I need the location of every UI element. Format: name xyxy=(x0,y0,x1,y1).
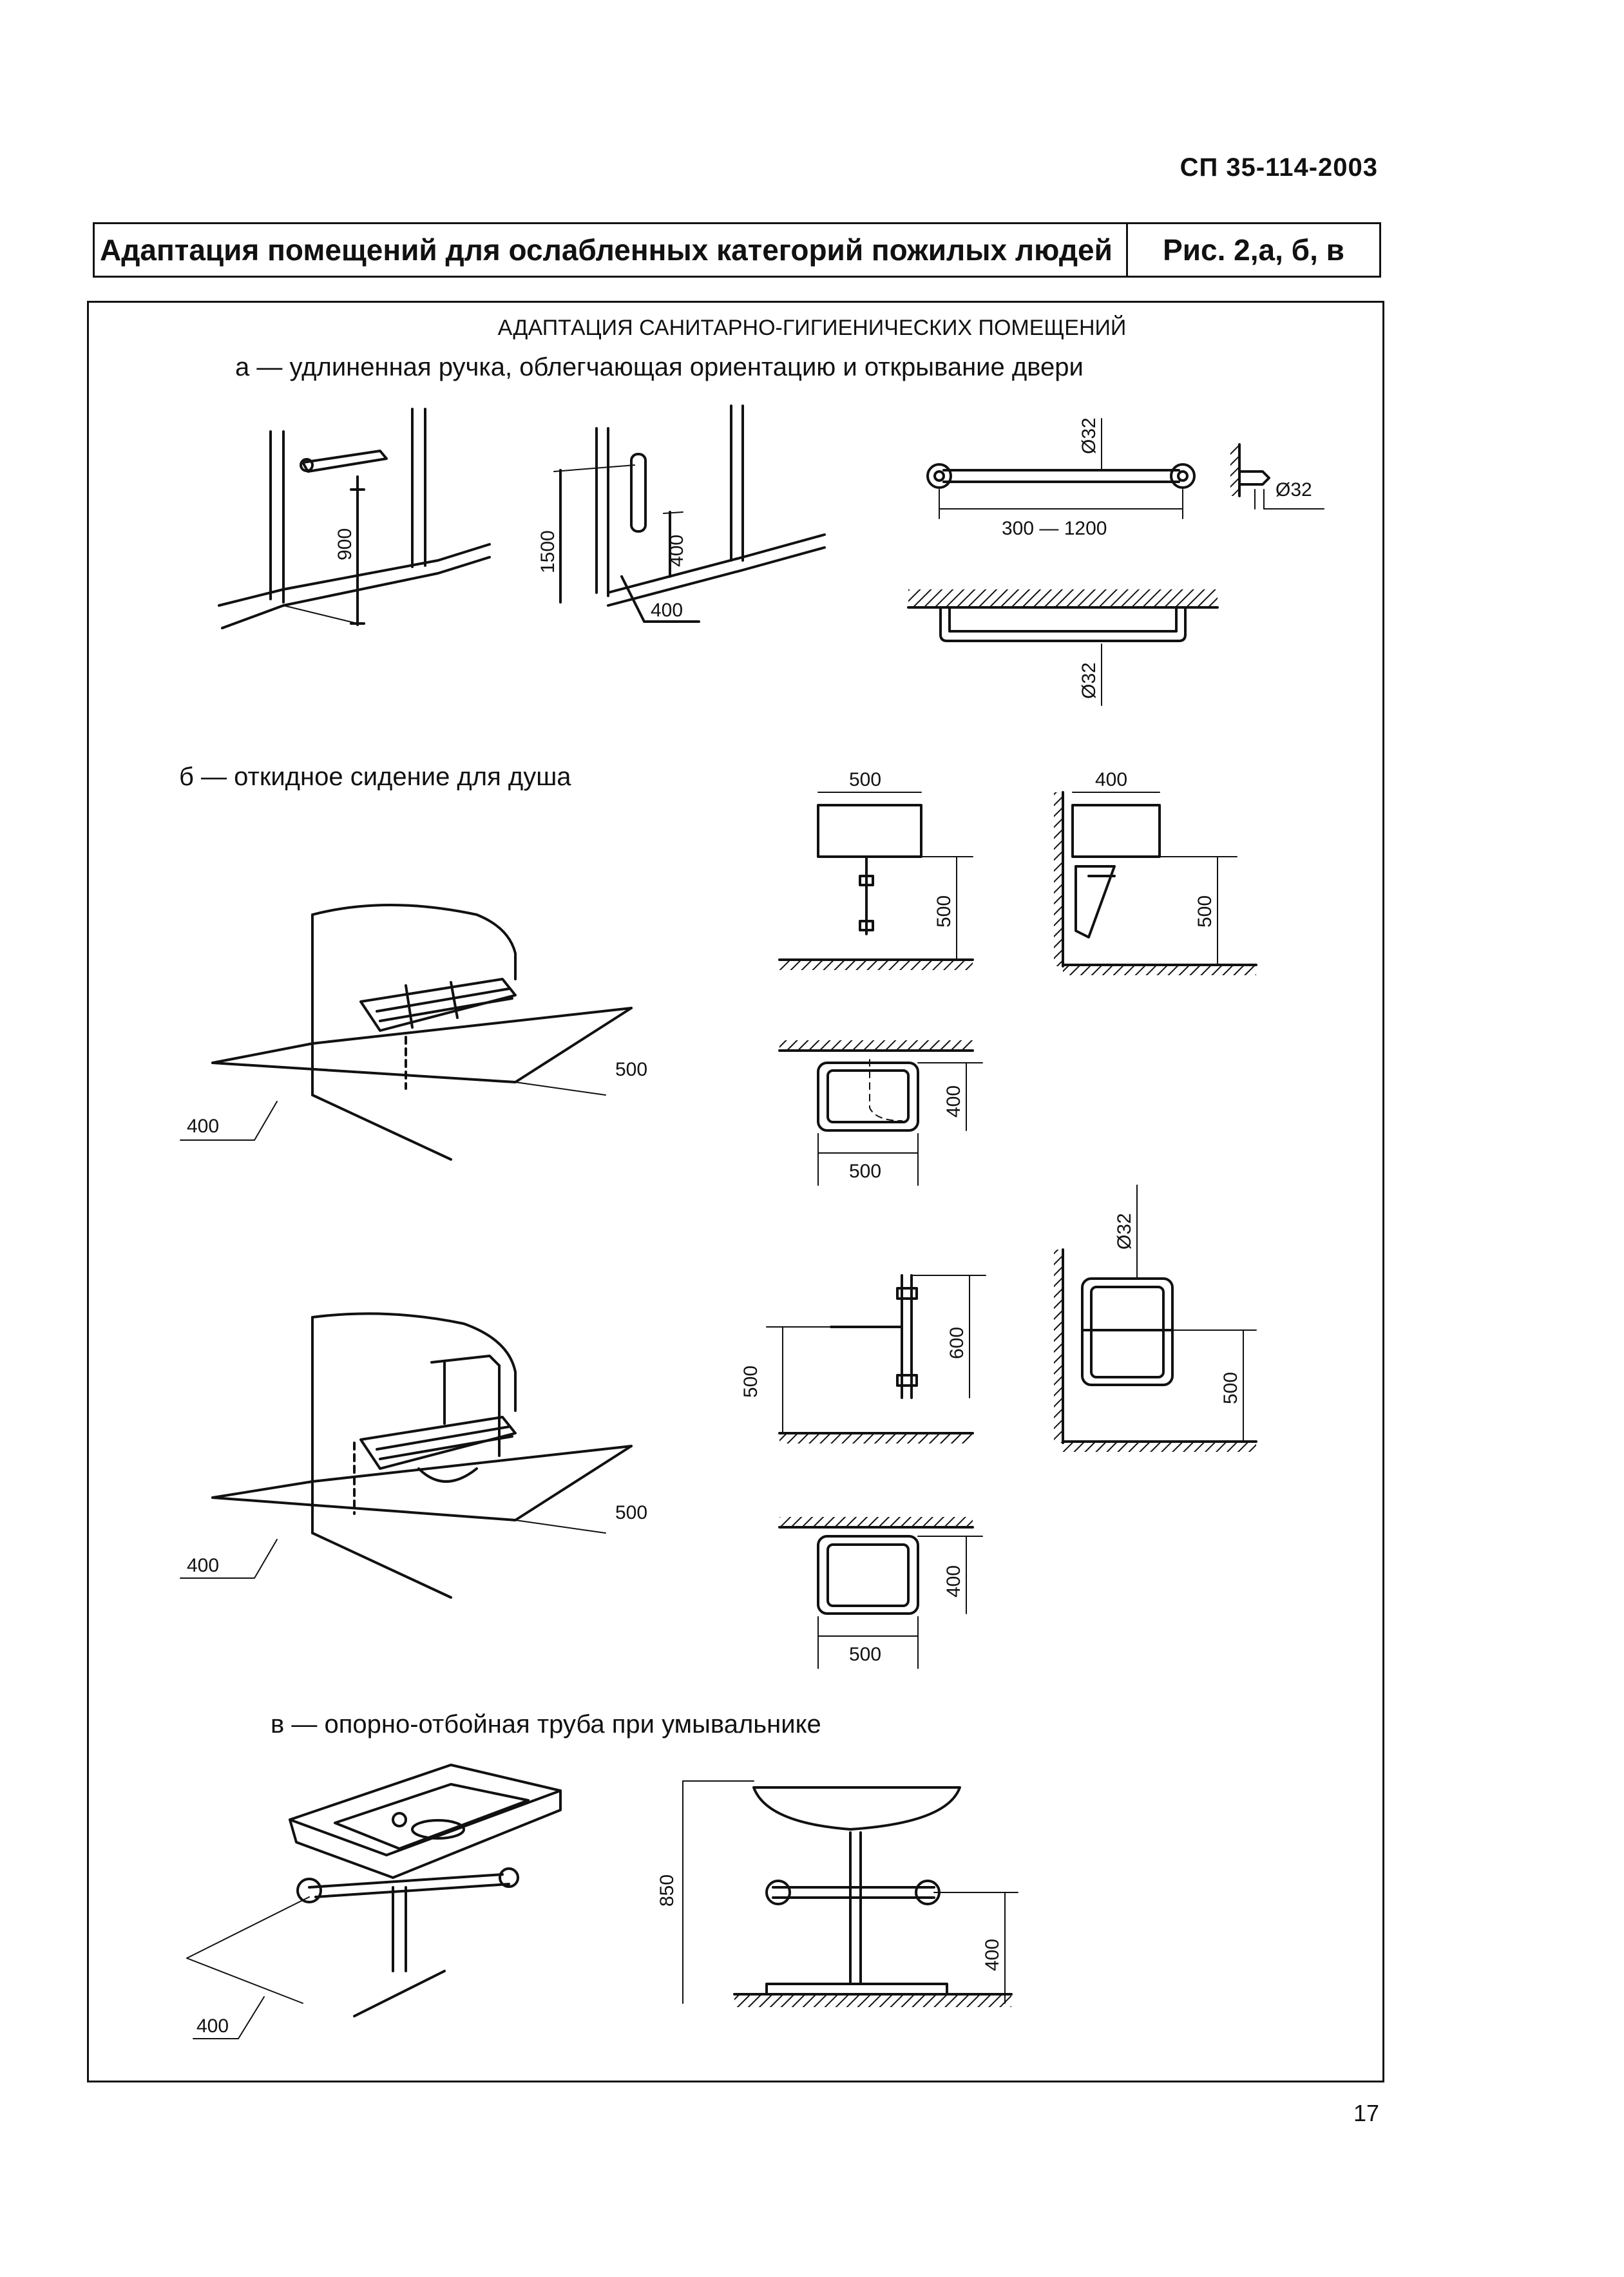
washbasin-perspective xyxy=(186,1764,562,2039)
document-code: СП 35-114-2003 xyxy=(1180,153,1378,182)
dim-diam32-c: Ø32 xyxy=(1078,662,1100,699)
dim-500-side2: 500 xyxy=(1220,1372,1241,1404)
dim-500-front1-h: 500 xyxy=(933,895,955,928)
dim-500-front1: 500 xyxy=(849,769,881,790)
caption-b: б — откидное сидение для душа xyxy=(179,763,571,791)
handle-plan-drawing xyxy=(926,418,1196,519)
caption-v: в — опорно-отбойная труба при умывальник… xyxy=(271,1710,821,1739)
dim-600-front2: 600 xyxy=(946,1327,968,1359)
dim-500-plan2: 500 xyxy=(849,1644,881,1665)
door-vertical-handle-drawing xyxy=(553,405,826,623)
dim-300-1200: 300 — 1200 xyxy=(1002,518,1107,539)
dim-diam32-a: Ø32 xyxy=(1078,417,1100,454)
seat-view-side-2 xyxy=(1054,1185,1257,1452)
dim-400-side1: 400 xyxy=(1095,769,1127,790)
dim-400-b: 400 xyxy=(651,600,683,621)
dim-diam32-b: Ø32 xyxy=(1275,479,1312,500)
door-horizontal-handle-drawing xyxy=(218,408,491,629)
section-title: АДАПТАЦИЯ САНИТАРНО-ГИГИЕНИЧЕСКИХ ПОМЕЩЕ… xyxy=(497,316,1127,340)
dim-500-front2: 500 xyxy=(740,1366,761,1398)
dimension-labels: 900 1500 400 400 Ø32 300 — 1200 Ø32 Ø32 … xyxy=(187,417,1312,2037)
caption-a: а — удлиненная ручка, облегчающая ориент… xyxy=(235,353,1084,381)
dim-diam32-side2: Ø32 xyxy=(1114,1213,1135,1250)
dim-500-b1: 500 xyxy=(615,1059,647,1080)
seat-view-plan-1 xyxy=(778,1040,983,1186)
seat-view-front-2 xyxy=(766,1274,986,1443)
dim-400-b2: 400 xyxy=(187,1555,219,1576)
shower-seat-perspective-2 xyxy=(180,1312,633,1599)
seat-view-side-1 xyxy=(1054,791,1257,975)
dim-400-b1: 400 xyxy=(187,1116,219,1137)
dim-400-v2: 400 xyxy=(982,1939,1003,1971)
handle-side-drawing xyxy=(1230,443,1324,510)
figure-frame xyxy=(87,301,1384,2082)
dim-400-a: 400 xyxy=(666,535,687,567)
dim-400-plan1: 400 xyxy=(943,1085,964,1118)
washbasin-elevation xyxy=(682,1780,1018,2007)
page-number: 17 xyxy=(1353,2100,1379,2126)
header-title: Адаптация помещений для ослабленных кате… xyxy=(100,233,1113,267)
dim-500-side1-h: 500 xyxy=(1194,895,1216,928)
dim-400-plan2: 400 xyxy=(943,1565,964,1597)
handle-elevation-drawing xyxy=(907,589,1219,706)
seat-view-front-1 xyxy=(778,792,974,970)
header-table: Адаптация помещений для ослабленных кате… xyxy=(93,222,1381,278)
dim-400-v: 400 xyxy=(196,2015,229,2037)
seat-view-plan-2 xyxy=(778,1517,983,1669)
shower-seat-perspective-1 xyxy=(180,904,633,1161)
dim-1500: 1500 xyxy=(537,530,559,573)
dim-850: 850 xyxy=(656,1874,678,1907)
dim-500-plan1: 500 xyxy=(849,1161,881,1182)
dim-900: 900 xyxy=(334,528,356,560)
figure-reference: Рис. 2,а, б, в xyxy=(1126,224,1379,276)
dim-500-b2: 500 xyxy=(615,1502,647,1523)
